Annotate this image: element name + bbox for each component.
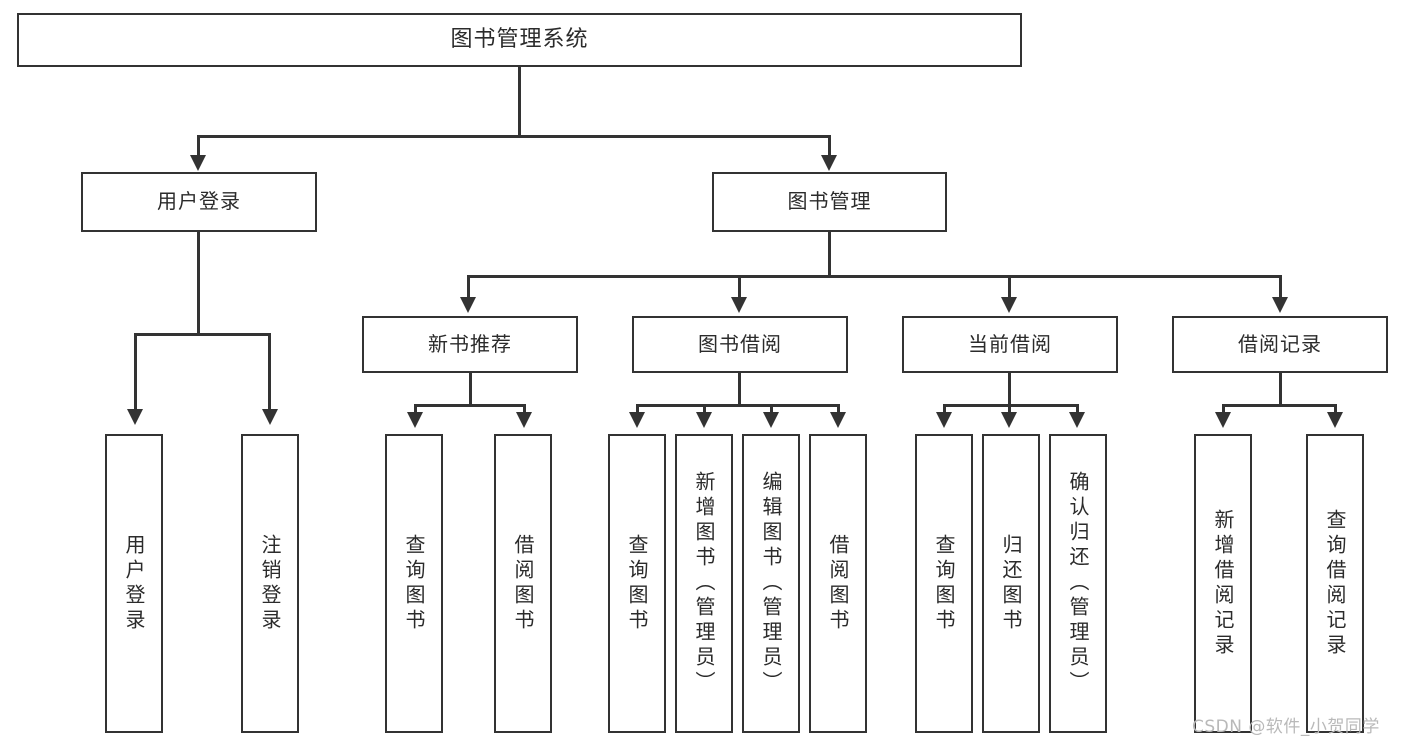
connector-bm-drop-borrow-record <box>1279 275 1282 299</box>
connector-bb-drop-3 <box>770 404 773 414</box>
arrow-to-new-book <box>460 297 476 313</box>
connector-user-login-drop-1 <box>134 333 137 411</box>
arrow-to-cb-leaf-1 <box>936 412 952 428</box>
arrow-to-leaf-user-login <box>127 409 143 425</box>
connector-bb-drop-1 <box>636 404 639 414</box>
arrow-to-bb-leaf-2 <box>696 412 712 428</box>
node-new-book-recommend[interactable]: 新书推荐 <box>362 316 578 373</box>
node-label: 图书借阅 <box>698 331 782 356</box>
connector-user-login-drop-2 <box>268 333 271 411</box>
node-label: 确认归还（管理员） <box>1066 471 1090 696</box>
csdn-watermark: CSDN @软件_小贺同学 <box>1192 717 1380 737</box>
node-book-management[interactable]: 图书管理 <box>712 172 947 232</box>
leaf-query-borrow-record[interactable]: 查询借阅记录 <box>1306 434 1364 733</box>
node-label: 图书管理 <box>787 189 872 214</box>
arrow-to-book-borrow <box>731 297 747 313</box>
connector-user-login-stem <box>197 232 200 335</box>
connector-new-book-stem <box>469 373 472 406</box>
node-label: 注销登录 <box>258 533 282 634</box>
node-label: 归还图书 <box>999 533 1023 634</box>
connector-bm-drop-current-borrow <box>1008 275 1011 299</box>
arrow-to-cb-leaf-2 <box>1001 412 1017 428</box>
connector-new-book-drop-1 <box>414 404 417 414</box>
node-label: 借阅记录 <box>1238 331 1322 356</box>
arrow-to-bb-leaf-4 <box>830 412 846 428</box>
connector-br-drop-2 <box>1334 404 1337 414</box>
node-label: 借阅图书 <box>511 533 535 634</box>
leaf-return-book[interactable]: 归还图书 <box>982 434 1040 733</box>
connector-book-borrow-bus <box>636 404 840 407</box>
connector-root-to-user-login <box>197 135 200 157</box>
node-label: 图书管理系统 <box>450 27 589 53</box>
node-borrow-record[interactable]: 借阅记录 <box>1172 316 1388 373</box>
node-label: 当前借阅 <box>968 331 1052 356</box>
leaf-query-book-newbook[interactable]: 查询图书 <box>385 434 443 733</box>
arrow-to-borrow-record <box>1272 297 1288 313</box>
connector-bb-drop-4 <box>837 404 840 414</box>
arrow-to-cb-leaf-3 <box>1069 412 1085 428</box>
node-current-borrow[interactable]: 当前借阅 <box>902 316 1118 373</box>
connector-bm-drop-new-book <box>467 275 470 299</box>
leaf-user-login[interactable]: 用户登录 <box>105 434 163 733</box>
arrow-to-leaf-logout <box>262 409 278 425</box>
connector-root-stem <box>518 67 521 137</box>
node-label: 查询借阅记录 <box>1323 508 1347 659</box>
leaf-add-book-admin[interactable]: 新增图书（管理员） <box>675 434 733 733</box>
connector-br-drop-1 <box>1222 404 1225 414</box>
node-label: 查询图书 <box>625 533 649 634</box>
connector-bm-drop-book-borrow <box>738 275 741 299</box>
leaf-borrow-book-newbook[interactable]: 借阅图书 <box>494 434 552 733</box>
node-label: 新增借阅记录 <box>1211 508 1235 659</box>
node-label: 用户登录 <box>122 533 146 634</box>
leaf-query-book-current[interactable]: 查询图书 <box>915 434 973 733</box>
arrow-to-book-management <box>821 155 837 171</box>
node-label: 新书推荐 <box>428 331 512 356</box>
node-user-login[interactable]: 用户登录 <box>81 172 317 232</box>
connector-current-borrow-bus <box>943 404 1079 407</box>
connector-cb-drop-3 <box>1076 404 1079 414</box>
leaf-confirm-return-admin[interactable]: 确认归还（管理员） <box>1049 434 1107 733</box>
node-label: 用户登录 <box>157 189 241 214</box>
node-book-borrow[interactable]: 图书借阅 <box>632 316 848 373</box>
leaf-edit-book-admin[interactable]: 编辑图书（管理员） <box>742 434 800 733</box>
connector-current-borrow-stem <box>1008 373 1011 406</box>
connector-user-login-bus <box>134 333 271 336</box>
connector-book-management-stem <box>828 232 831 277</box>
connector-root-to-book-management <box>828 135 831 157</box>
arrow-to-nb-leaf-1 <box>407 412 423 428</box>
leaf-query-book-borrow[interactable]: 查询图书 <box>608 434 666 733</box>
connector-root-bus <box>197 135 831 138</box>
arrow-to-bb-leaf-3 <box>763 412 779 428</box>
leaf-logout[interactable]: 注销登录 <box>241 434 299 733</box>
arrow-to-bb-leaf-1 <box>629 412 645 428</box>
node-label: 查询图书 <box>402 533 426 634</box>
connector-borrow-record-bus <box>1222 404 1337 407</box>
leaf-borrow-book[interactable]: 借阅图书 <box>809 434 867 733</box>
connector-cb-drop-1 <box>943 404 946 414</box>
arrow-to-current-borrow <box>1001 297 1017 313</box>
arrow-to-user-login <box>190 155 206 171</box>
connector-book-borrow-stem <box>738 373 741 406</box>
leaf-add-borrow-record[interactable]: 新增借阅记录 <box>1194 434 1252 733</box>
connector-cb-drop-2 <box>1008 404 1011 414</box>
connector-borrow-record-stem <box>1279 373 1282 406</box>
arrow-to-br-leaf-1 <box>1215 412 1231 428</box>
node-label: 编辑图书（管理员） <box>759 471 783 696</box>
node-label: 查询图书 <box>932 533 956 634</box>
node-label: 新增图书（管理员） <box>692 471 716 696</box>
connector-new-book-bus <box>414 404 526 407</box>
node-label: 借阅图书 <box>826 533 850 634</box>
connector-new-book-drop-2 <box>523 404 526 414</box>
arrow-to-br-leaf-2 <box>1327 412 1343 428</box>
connector-book-management-bus <box>467 275 1282 278</box>
connector-bb-drop-2 <box>703 404 706 414</box>
arrow-to-nb-leaf-2 <box>516 412 532 428</box>
node-root-book-management-system[interactable]: 图书管理系统 <box>17 13 1022 67</box>
